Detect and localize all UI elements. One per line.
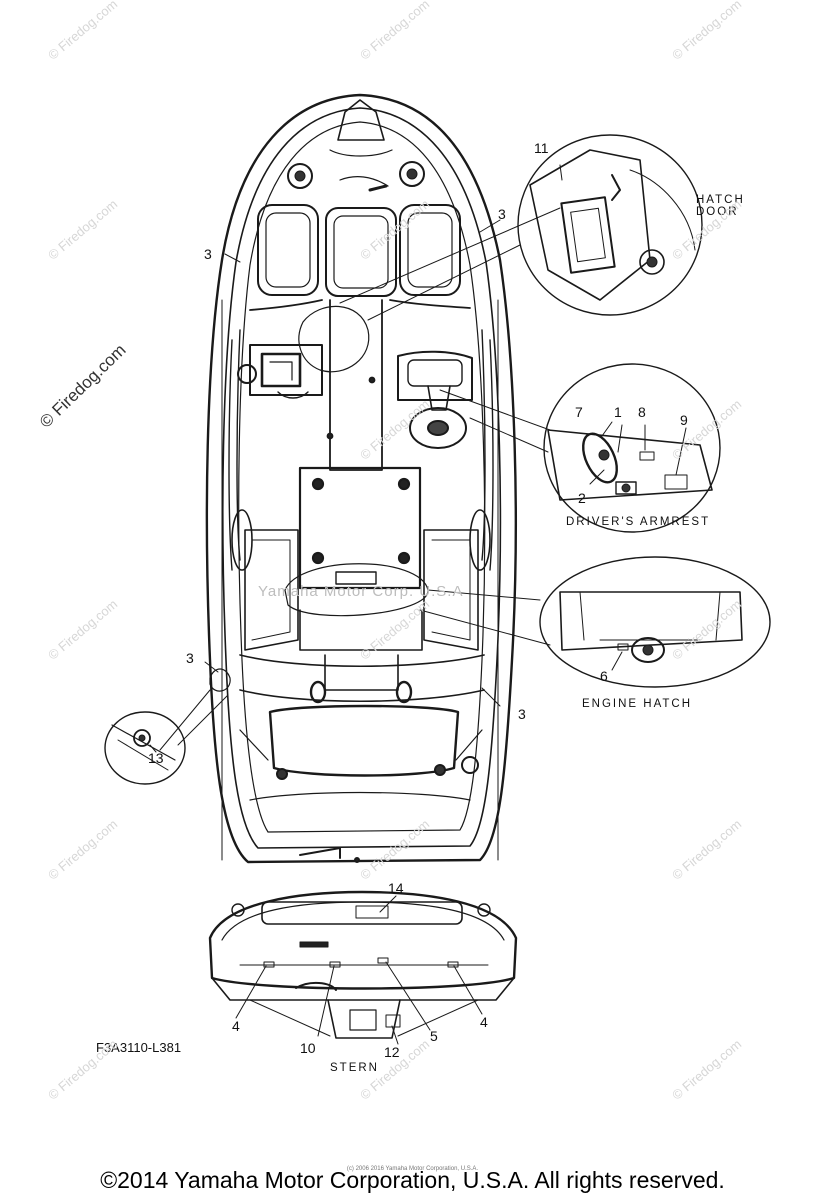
callout-9: 9 (680, 412, 688, 428)
callout-6: 6 (600, 668, 608, 684)
callout-2: 2 (578, 490, 586, 506)
callout-14: 14 (388, 880, 404, 896)
ghost-watermark: Yamaha Motor Corp. U.S.A (258, 583, 464, 600)
stern-deck-top (239, 704, 483, 863)
callout-1: 1 (614, 404, 622, 420)
detail-13 (104, 711, 186, 785)
part-code: F3A3110-L381 (96, 1040, 182, 1055)
stern-view (208, 890, 518, 1045)
hull-outline (205, 93, 517, 864)
fine-print: (c) 2006 2016 Yamaha Motor Corporation, … (346, 1166, 479, 1172)
hatch-door-detail (517, 134, 703, 316)
callout-8: 8 (638, 404, 646, 420)
port-console (237, 344, 323, 399)
helm-console (397, 350, 473, 449)
callout-7: 7 (575, 404, 583, 420)
callout-3: 3 (518, 706, 526, 722)
bow-deck (287, 99, 425, 192)
callout-4: 4 (232, 1018, 240, 1034)
rear-cockpit (231, 509, 491, 704)
leader-lines (159, 207, 561, 751)
callout-3: 3 (204, 246, 212, 262)
callout-4: 4 (480, 1014, 488, 1030)
callout-3: 3 (498, 206, 506, 222)
side-rails (221, 299, 499, 861)
engine-hatch-detail (539, 556, 771, 688)
callout-12: 12 (384, 1044, 400, 1060)
caption-door: DOOR (696, 206, 739, 218)
engine-hatch-box (298, 466, 422, 590)
caption-drivers-armrest: DRIVER'S ARMREST (566, 516, 711, 528)
callout-5: 5 (430, 1028, 438, 1044)
caption-stern: STERN (330, 1062, 379, 1074)
callout-3: 3 (186, 650, 194, 666)
callout-11: 11 (534, 140, 549, 156)
drivers-armrest-detail (543, 363, 721, 533)
bow-seats (257, 204, 461, 297)
caption-engine-hatch: ENGINE HATCH (582, 698, 693, 710)
copyright-footer: ©2014 Yamaha Motor Corporation, U.S.A. A… (100, 1167, 725, 1193)
center-walkway (249, 299, 471, 471)
caption-hatch: HATCH (696, 194, 745, 206)
callout-10: 10 (300, 1040, 316, 1056)
callout-13: 13 (148, 750, 164, 766)
